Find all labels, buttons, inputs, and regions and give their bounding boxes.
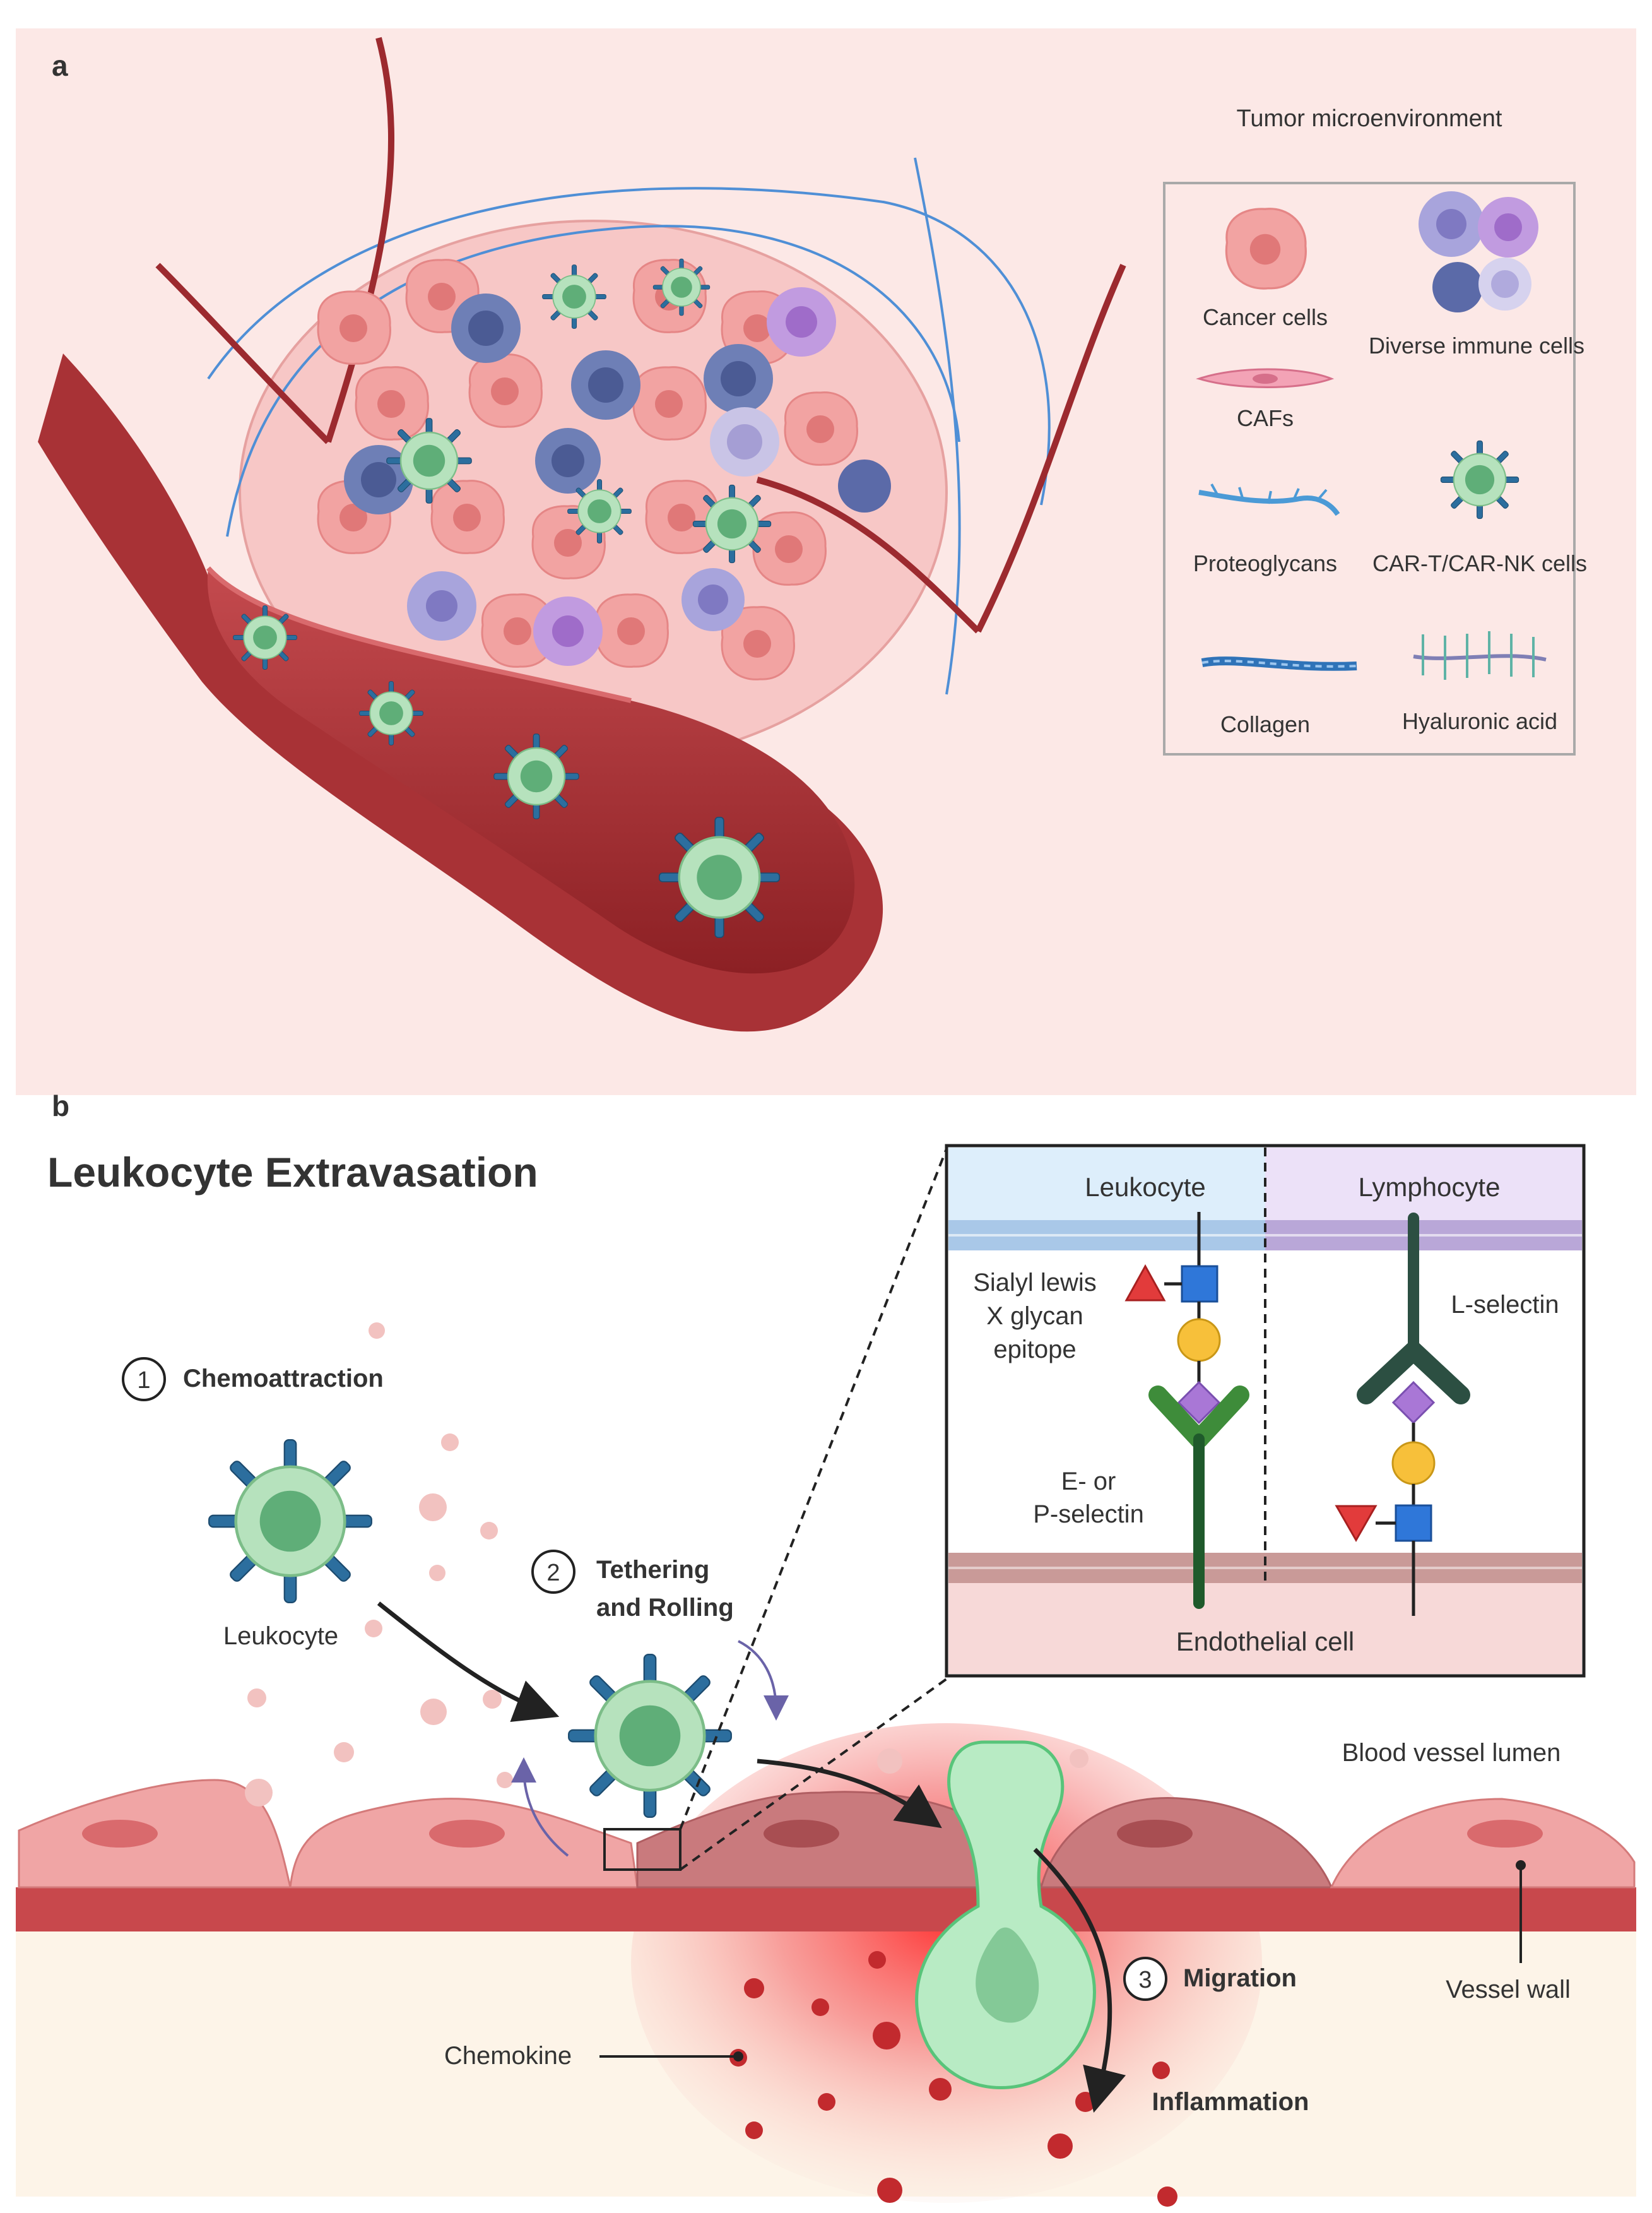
chemokine-particles-lumen bbox=[245, 1322, 1089, 1807]
legend-cancer-cell-icon bbox=[1225, 208, 1307, 290]
inset-lymphocyte-header-bg bbox=[1265, 1148, 1582, 1220]
rolling-arrow-left bbox=[511, 1757, 569, 1857]
immune-cells bbox=[344, 287, 891, 666]
sialyl-label-line2: X glycan bbox=[986, 1302, 1083, 1330]
legend-cancer-cells: Cancer cells bbox=[1203, 304, 1328, 330]
leukocyte-cell-step1 bbox=[209, 1440, 372, 1603]
vessel-wall-band bbox=[16, 1887, 1636, 1931]
vessel-wall-pointer-dot bbox=[1516, 1860, 1526, 1870]
inset-lymphocyte-label: Lymphocyte bbox=[1359, 1172, 1501, 1202]
zoom-line-top bbox=[679, 1148, 948, 1830]
legend-proteoglycan-icon bbox=[1198, 484, 1340, 516]
l-selectin bbox=[1357, 1213, 1470, 1404]
panel-b: b Leukocyte Extravasation bbox=[16, 1089, 1636, 2207]
ep-selectin-label-line1: E- or bbox=[1061, 1468, 1116, 1495]
legend-car-cells: CAR-T/CAR-NK cells bbox=[1372, 550, 1587, 576]
legend-collagen-icon bbox=[1201, 656, 1357, 671]
chemokine-pointer-dot bbox=[733, 2051, 743, 2062]
step1-circle bbox=[122, 1357, 166, 1401]
selectin-inset: Leukocyte Lymphocyte Sialyl lewis X glyc… bbox=[945, 1144, 1586, 1678]
legend-box bbox=[1163, 182, 1576, 756]
triangle-glycan-left bbox=[1124, 1264, 1166, 1302]
sialyl-label-line3: epitope bbox=[993, 1336, 1076, 1363]
arrow-chemo-to-tether bbox=[377, 1601, 560, 1723]
l-selectin-label: L-selectin bbox=[1451, 1291, 1559, 1319]
ep-selectin-label-line2: P-selectin bbox=[1033, 1500, 1144, 1528]
arrow-migration bbox=[1033, 1848, 1126, 2113]
legend-cafs: CAFs bbox=[1237, 405, 1294, 431]
capillaries bbox=[155, 37, 1126, 634]
circle-glycan-left bbox=[1177, 1318, 1221, 1362]
zoom-box bbox=[603, 1828, 681, 1871]
step2-label-line2: and Rolling bbox=[596, 1594, 734, 1622]
endothelial-cells bbox=[18, 1779, 1636, 1889]
rolling-arrow-right bbox=[738, 1640, 789, 1721]
step3-number: 3 bbox=[1138, 1967, 1152, 1993]
circle-glycan-right bbox=[1391, 1441, 1436, 1485]
endothelial-cell-area bbox=[948, 1583, 1582, 1674]
legend-title: Tumor microenvironment bbox=[1237, 105, 1502, 132]
legend-caf-icon bbox=[1196, 368, 1335, 388]
inset-leukocyte-header-bg bbox=[948, 1148, 1265, 1220]
inflammation-label: Inflammation bbox=[1152, 2088, 1309, 2116]
legend-immune-cells-icon bbox=[1419, 191, 1538, 312]
ep-selectin bbox=[1148, 1385, 1249, 1609]
step3-label: Migration bbox=[1183, 1964, 1297, 1992]
chemokine-label: Chemokine bbox=[444, 2042, 572, 2070]
panel-b-title: Leukocyte Extravasation bbox=[47, 1149, 538, 1195]
legend-hyaluronic-icon bbox=[1413, 631, 1547, 680]
diamond-glycan-left bbox=[1177, 1380, 1221, 1425]
square-glycan-right bbox=[1395, 1504, 1432, 1542]
panel-a: a bbox=[16, 28, 1636, 1095]
zoom-line-bottom bbox=[679, 1678, 948, 1871]
step3-circle bbox=[1123, 1957, 1167, 2001]
vessel-wall-label: Vessel wall bbox=[1446, 1976, 1571, 2003]
sialyl-label-line1: Sialyl lewis bbox=[973, 1269, 1097, 1296]
endothelial-cell-label: Endothelial cell bbox=[1176, 1627, 1355, 1656]
migrating-leukocyte bbox=[915, 1740, 1096, 2089]
leukocyte-label: Leukocyte bbox=[223, 1622, 338, 1650]
step1-number: 1 bbox=[137, 1367, 150, 1394]
leukocyte-cell-rolling bbox=[569, 1654, 731, 1817]
blood-vessel-lumen-label: Blood vessel lumen bbox=[1342, 1739, 1561, 1767]
legend-collagen: Collagen bbox=[1220, 711, 1310, 737]
square-glycan-left bbox=[1181, 1265, 1218, 1303]
step2-label-line1: Tethering bbox=[596, 1556, 709, 1584]
legend-proteoglycans: Proteoglycans bbox=[1193, 550, 1337, 576]
legend-hyaluronic-acid: Hyaluronic acid bbox=[1402, 708, 1557, 734]
legend-immune-cells: Diverse immune cells bbox=[1369, 333, 1584, 359]
step2-circle bbox=[531, 1550, 575, 1594]
inset-leukocyte-label: Leukocyte bbox=[1085, 1172, 1205, 1202]
legend-car-cell-icon bbox=[1440, 440, 1519, 519]
step2-number: 2 bbox=[546, 1560, 560, 1586]
panel-b-letter: b bbox=[52, 1089, 69, 1122]
panel-a-letter: a bbox=[52, 49, 68, 82]
step1-label: Chemoattraction bbox=[183, 1365, 384, 1392]
triangle-glycan-right bbox=[1335, 1505, 1378, 1543]
arrow-tether-to-migration bbox=[757, 1759, 942, 1829]
